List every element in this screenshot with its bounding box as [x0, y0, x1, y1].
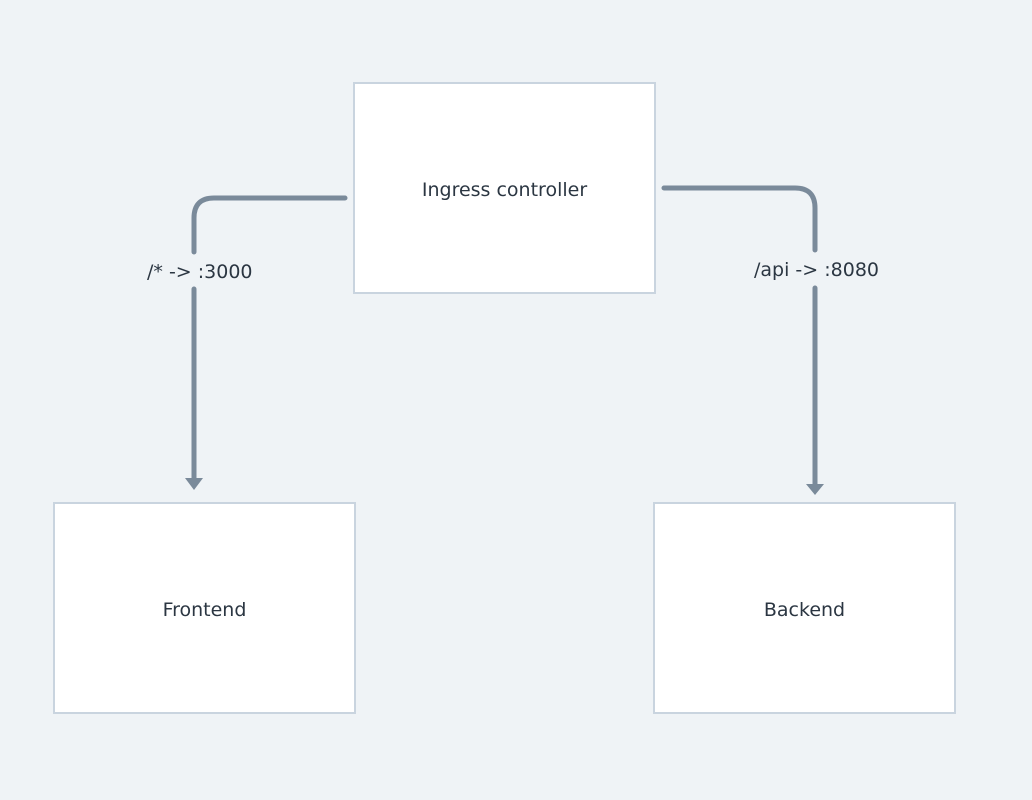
edge-label-backend: /api -> :8080	[754, 259, 879, 281]
arrowhead-frontend	[185, 478, 203, 490]
edge-label-frontend: /* -> :3000	[147, 261, 253, 283]
edge-line-frontend	[191, 195, 348, 481]
node-box-ingress	[353, 82, 656, 294]
node-box-frontend	[53, 502, 356, 714]
node-backend: Backend	[653, 502, 956, 714]
arrowhead-backend	[806, 484, 824, 495]
node-frontend: Frontend	[53, 502, 356, 714]
edge-ingress-to-backend: /api -> :8080	[661, 185, 879, 495]
node-box-backend	[653, 502, 956, 714]
edge-ingress-to-frontend: /* -> :3000	[147, 195, 348, 490]
edge-line-backend	[661, 185, 818, 487]
node-label-ingress: Ingress controller	[422, 179, 587, 201]
node-ingress-controller: Ingress controller	[353, 82, 656, 294]
node-label-frontend: Frontend	[163, 599, 247, 621]
node-label-backend: Backend	[764, 599, 845, 621]
